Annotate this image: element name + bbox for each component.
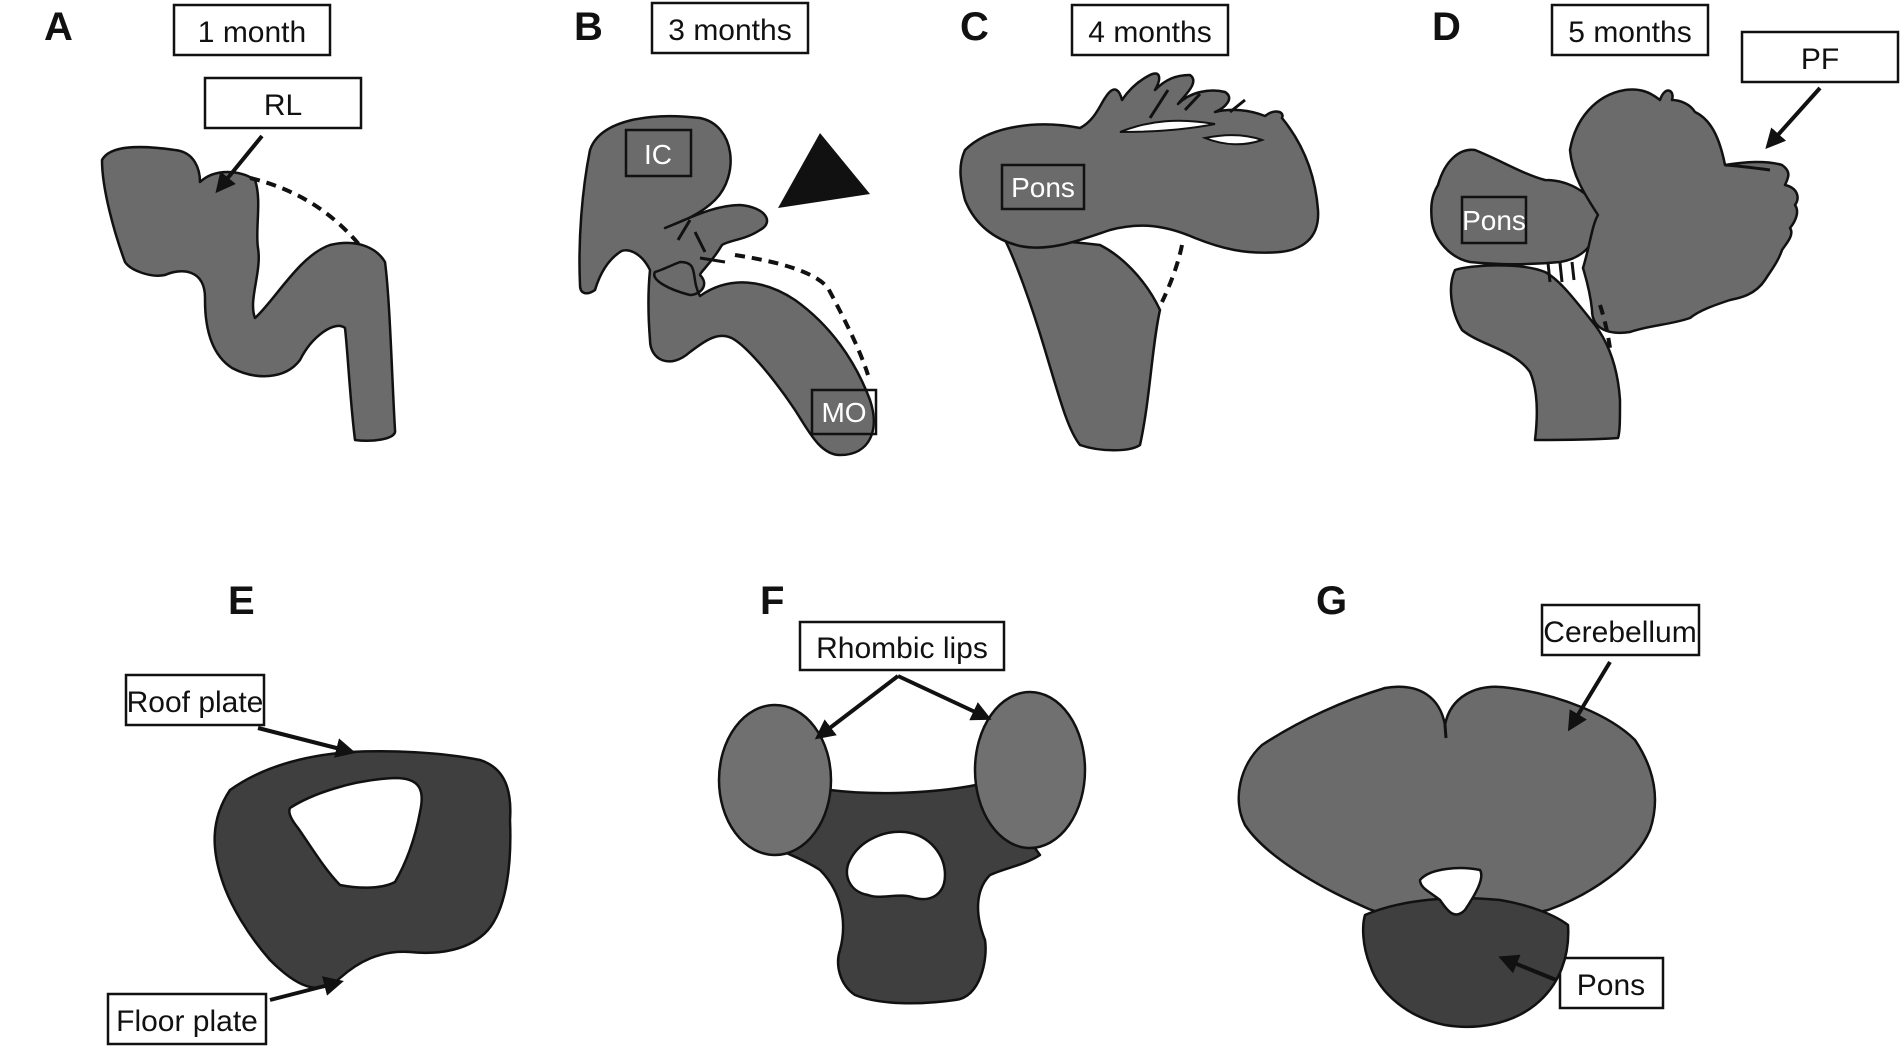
pons-label-g: Pons	[1577, 969, 1645, 1002]
panel-letter-b: B	[574, 5, 603, 49]
ic-label-box	[624, 128, 693, 178]
pons-label-box-c	[1000, 163, 1086, 211]
panel-a: A 1 month RL	[44, 3, 397, 442]
rl-label: RL	[264, 89, 302, 122]
panel-letter-c: C	[960, 5, 989, 49]
mo-label: MO	[821, 397, 866, 428]
rhombic-lips-label: Rhombic lips	[816, 632, 988, 665]
fourth-ventricle	[845, 830, 947, 901]
floor-plate-label-box	[106, 992, 268, 1046]
pons-cross-section	[1361, 896, 1570, 1029]
panel-d: D 5 months PF Pons	[1430, 3, 1900, 442]
pons-arrow-g	[1498, 954, 1557, 982]
panel-letter-e: E	[228, 579, 255, 623]
floor-plate-label: Floor plate	[116, 1005, 258, 1038]
panel-g: G Cerebellum Pons	[1237, 579, 1701, 1029]
pons-label-d: Pons	[1462, 205, 1526, 236]
neural-canal	[288, 776, 423, 889]
pons-4-months	[959, 72, 1320, 254]
panel-e: E Roof plate Floor plate	[106, 579, 512, 1046]
cerebellum-arrow	[1567, 660, 1612, 732]
cerebellum-label: Cerebellum	[1543, 616, 1696, 649]
brainstem-4-months	[1003, 238, 1162, 452]
pons-label-box-g	[1558, 956, 1665, 1010]
rhombic-lips-arrow-left	[814, 674, 900, 740]
panel-b: B 3 months IC MO	[574, 1, 878, 457]
fourth-ventricle-g	[1418, 866, 1483, 916]
neural-tube-3-months	[578, 114, 875, 457]
panel-letter-g: G	[1316, 579, 1347, 623]
rhombic-lips-label-box	[798, 620, 1006, 672]
panel-letter-a: A	[44, 5, 73, 49]
panel-c: C 4 months Pons	[959, 3, 1320, 452]
roof-boundary-c	[1160, 244, 1184, 303]
pf-label: PF	[1801, 43, 1839, 76]
roof-boundary-b	[734, 253, 870, 376]
mo-label-box	[810, 388, 878, 436]
roof-plate-label: Roof plate	[127, 686, 264, 719]
ic-label: IC	[644, 139, 672, 170]
age-box-b	[650, 1, 810, 55]
rhombic-lips-arrow-right	[897, 674, 992, 721]
roof-boundary-d	[1598, 304, 1612, 349]
pons-label-box-d	[1460, 195, 1528, 245]
age-label-d: 5 months	[1568, 16, 1691, 49]
cerebellum-5-months	[1568, 88, 1799, 334]
age-box-a	[172, 3, 332, 57]
brainstem-5-months	[1449, 264, 1622, 442]
pf-label-box	[1740, 30, 1900, 84]
panel-letter-f: F	[760, 579, 784, 623]
panel-letter-d: D	[1432, 5, 1461, 49]
rl-label-box	[203, 76, 363, 130]
rl-arrow	[215, 134, 264, 194]
age-label-b: 3 months	[668, 14, 791, 47]
cerebellum-label-box	[1540, 603, 1701, 657]
panel-f: F Rhombic lips	[717, 579, 1087, 1005]
arrowhead-marker	[778, 133, 870, 208]
age-box-d	[1550, 3, 1710, 57]
age-box-c	[1070, 3, 1230, 57]
roof-plate-label-box	[124, 673, 266, 727]
rhombic-lip-right	[973, 690, 1087, 850]
pf-arrow	[1765, 86, 1822, 149]
roof-plate-arrow	[257, 726, 356, 758]
rhombic-lip-left	[717, 703, 833, 857]
roof-boundary-a	[249, 176, 364, 250]
floor-plate-arrow	[269, 976, 344, 1002]
neural-tube-1-month	[100, 145, 397, 442]
age-label-a: 1 month	[198, 16, 306, 49]
pons-label-c: Pons	[1011, 172, 1075, 203]
cerebellum-cross-section	[1237, 685, 1657, 922]
age-label-c: 4 months	[1088, 16, 1211, 49]
